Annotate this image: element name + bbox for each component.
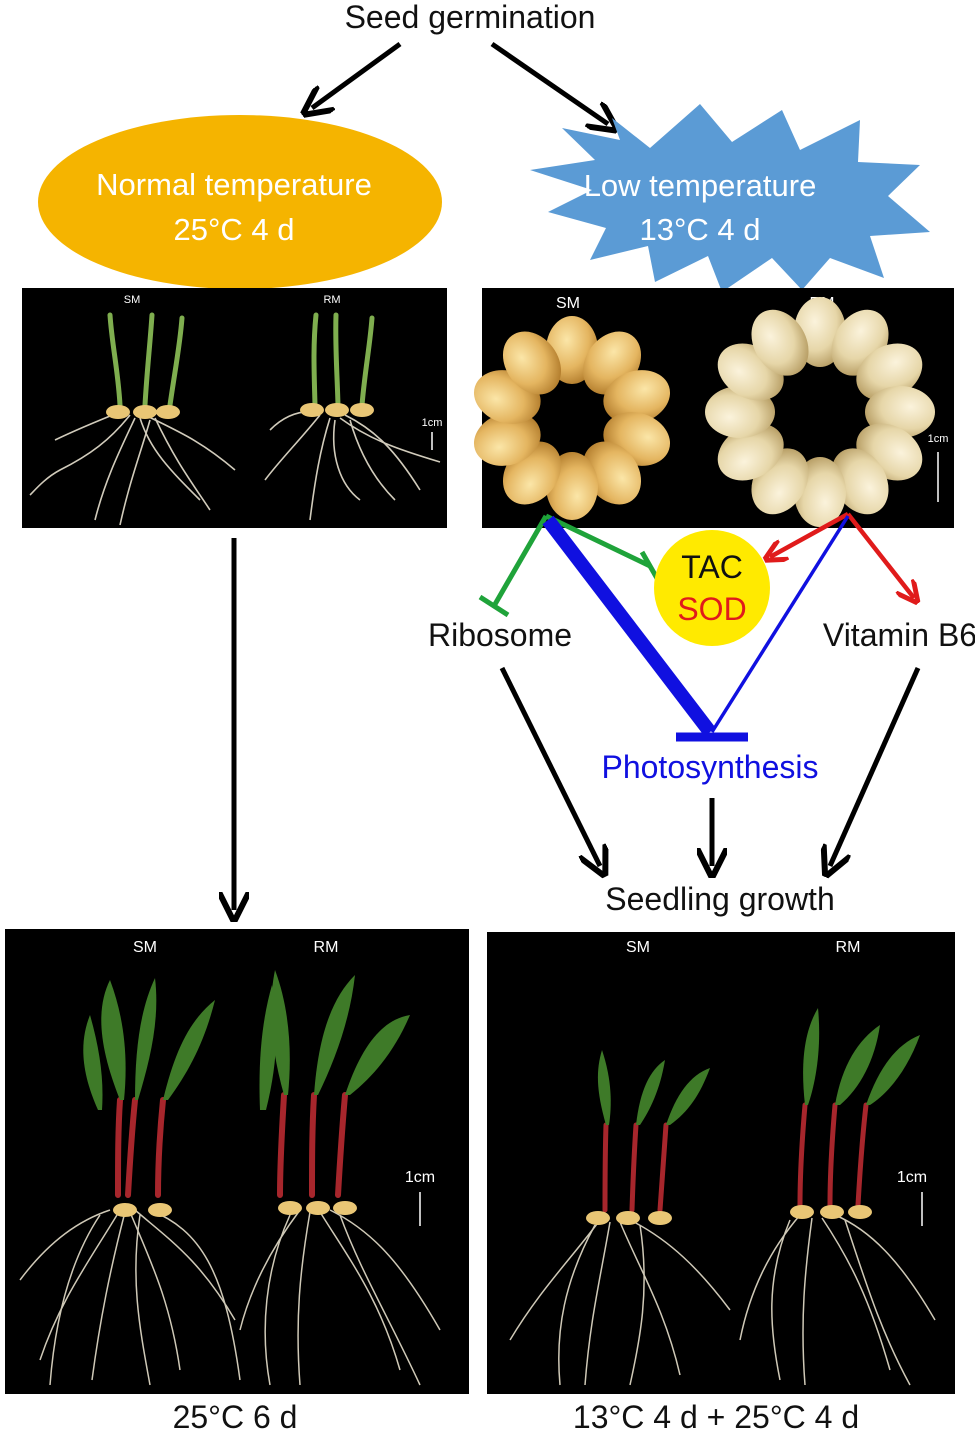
tac-sod-circle (654, 530, 770, 646)
scale-bar-label: 1cm (422, 417, 443, 429)
arrow-to-normal (312, 41, 402, 108)
scale-bar-label: 1cm (897, 1169, 927, 1186)
seed-ring-sm (473, 316, 671, 520)
seed-kernel (751, 309, 809, 376)
seedling-growth-label: Seedling growth (605, 881, 834, 917)
seed-kernel (856, 343, 923, 401)
caption-normal-6d: 25°C 6 d (173, 1399, 298, 1432)
inhibit-line-tac (544, 513, 652, 569)
scale-bar-label: 1cm (405, 1169, 435, 1186)
inhibit-line-ribosome (491, 514, 549, 608)
seed-kernel (473, 412, 541, 466)
arrow-vitamin-b6-to-growth (830, 666, 921, 866)
inhibit-bar-tac (639, 550, 661, 582)
photo-panel-normal-4d: SM RM (22, 288, 447, 528)
low-temperature-label: Low temperature (584, 168, 817, 203)
panel-label-sm: SM (626, 939, 650, 956)
normal-temperature-ellipse (38, 115, 442, 289)
vitamin-b6-label: Vitamin B6 (823, 617, 975, 653)
arrow-to-low (490, 41, 608, 124)
caption-low-recovery: 13°C 4 d + 25°C 4 d (573, 1399, 859, 1432)
promote-arrow-tac (770, 512, 850, 557)
seed-ring-rm (705, 297, 935, 527)
low-temperature-starburst (530, 104, 930, 292)
inhibit-line-photosynthesis-sm (542, 515, 716, 737)
panel-label-rm: RM (836, 939, 861, 956)
ribosome-label: Ribosome (428, 617, 572, 653)
panel-label-sm: SM (133, 939, 157, 956)
panel-label-rm: RM (314, 939, 339, 956)
photo-panel-low-4d: SM RM 1cm (473, 288, 954, 528)
panel-label-sm: SM (556, 295, 580, 312)
inhibit-line-photosynthesis-rm (710, 515, 850, 733)
arrow-ribosome-to-growth (499, 666, 600, 866)
panel-label-rm: RM (323, 294, 340, 306)
sod-label: SOD (677, 591, 746, 627)
seed-kernel (831, 448, 889, 515)
photosynthesis-label: Photosynthesis (601, 749, 818, 785)
seed-kernel (603, 370, 671, 424)
low-temperature-condition: 13°C 4 d (640, 212, 761, 247)
seed-kernel (502, 331, 562, 395)
normal-temperature-condition: 25°C 4 d (174, 212, 295, 247)
normal-temperature-label: Normal temperature (96, 167, 372, 202)
inhibit-bar-ribosome (478, 594, 510, 618)
scale-bar-label: 1cm (928, 433, 949, 445)
seed-kernel (717, 423, 784, 481)
title-seed-germination: Seed germination (345, 0, 596, 35)
promote-arrow-vitamin-b6 (846, 512, 914, 598)
photo-panel-low-recovery: SM RM (487, 932, 955, 1394)
tac-label: TAC (681, 549, 743, 585)
photo-panel-normal-6d: SM RM (5, 929, 469, 1394)
panel-label-sm: SM (124, 294, 141, 306)
